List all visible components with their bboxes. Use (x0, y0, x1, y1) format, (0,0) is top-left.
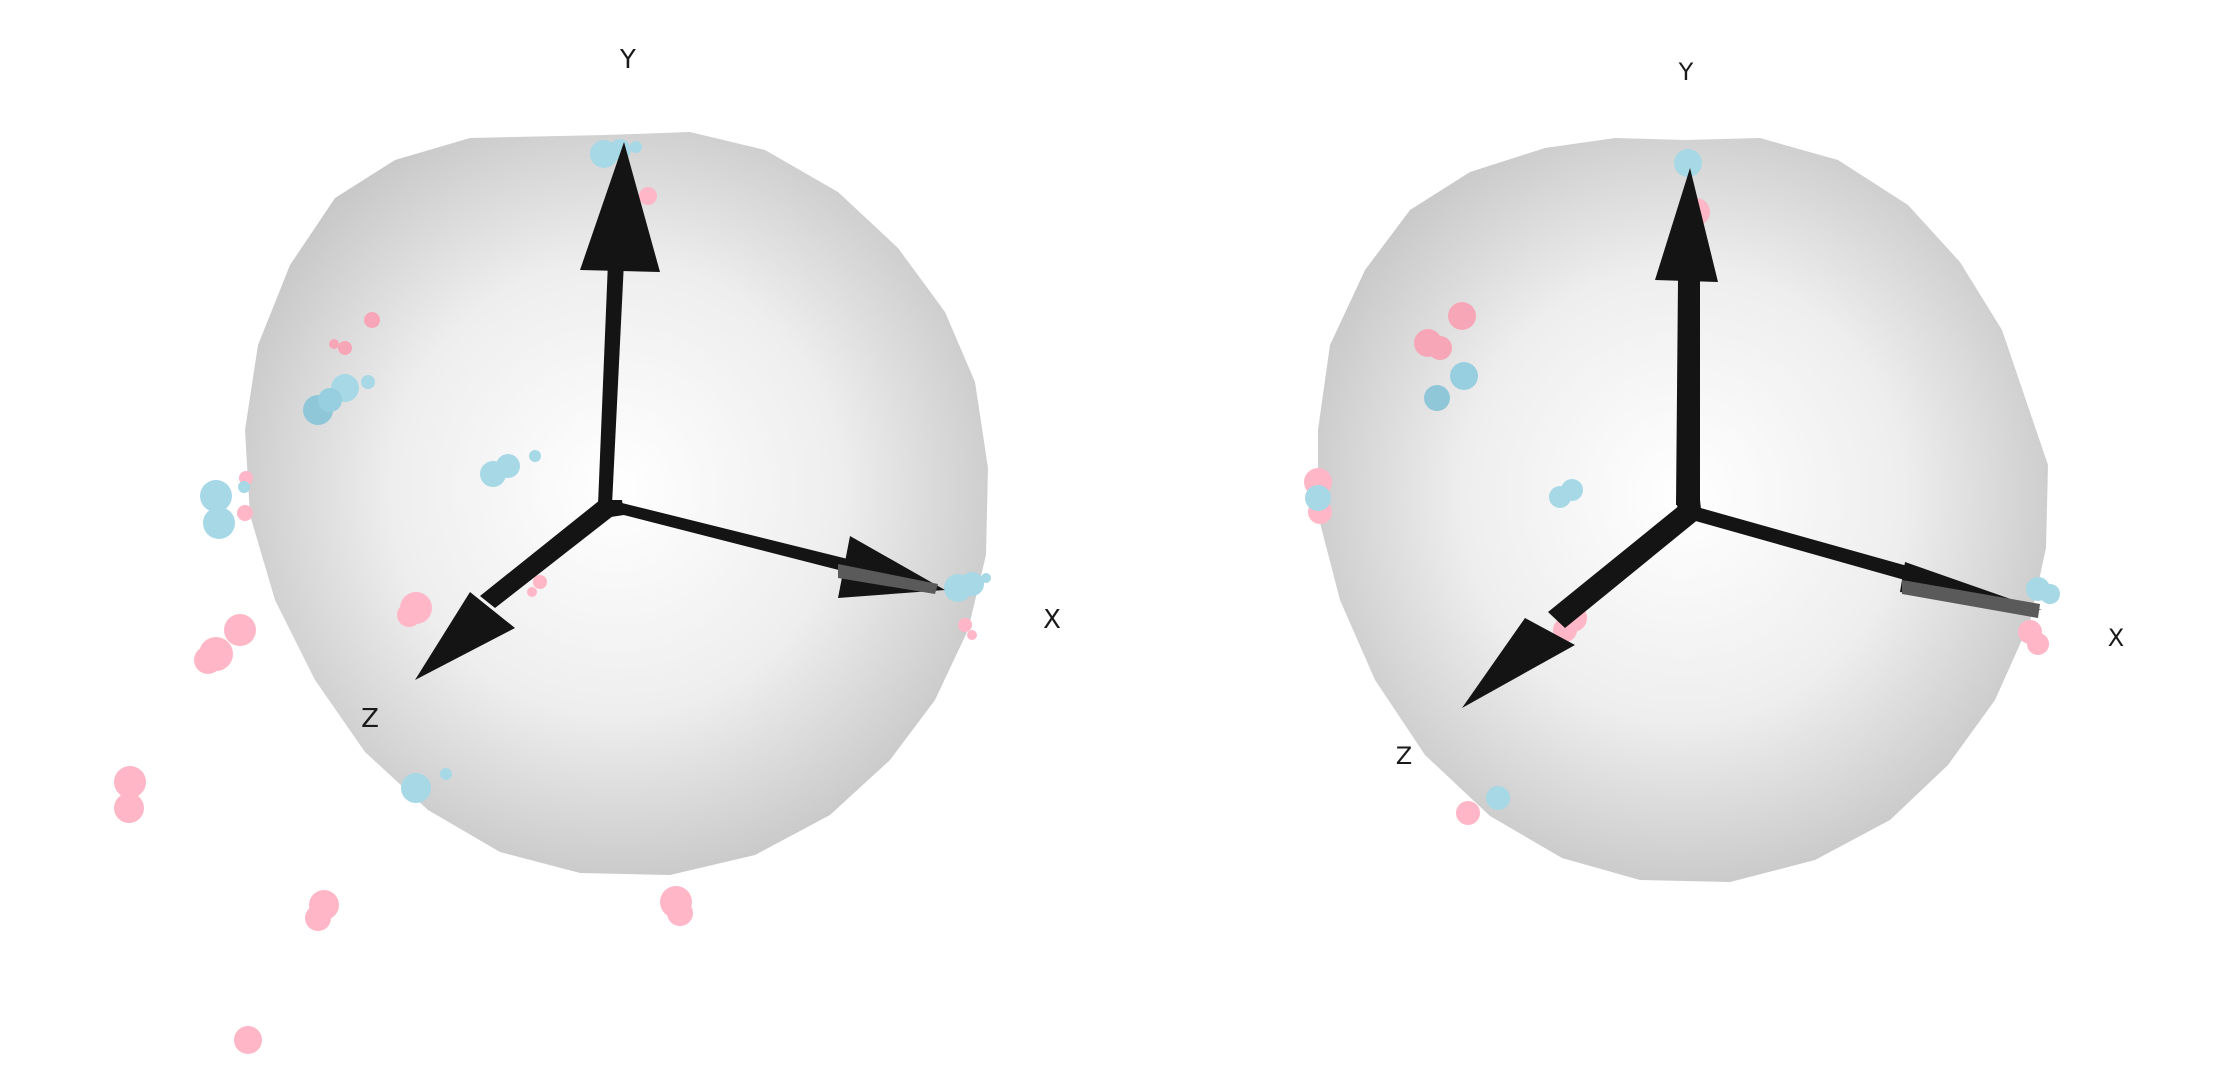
pink-blob (1448, 302, 1476, 330)
x-axis-arrowhead (1900, 562, 2042, 610)
blue-blob (1305, 485, 1331, 511)
blue-blob (630, 141, 642, 153)
blue-blob (203, 507, 235, 539)
left-x-axis-label: X (1043, 605, 1061, 635)
pink-blob (958, 618, 972, 632)
right-axes (1462, 168, 2042, 708)
y-axis-arrowhead (580, 142, 660, 272)
right-panel: Y X Z (1304, 58, 2124, 882)
pink-blob (397, 603, 421, 627)
blue-blob (496, 454, 520, 478)
pink-blob (1456, 801, 1480, 825)
z-axis-center (598, 500, 624, 518)
blue-blob (529, 450, 541, 462)
blue-blob (1450, 362, 1478, 390)
blue-blob (200, 480, 232, 512)
x-axis-arrowhead-shade (1902, 580, 2040, 618)
blue-blob (981, 573, 991, 583)
right-z-axis-label: Z (1396, 742, 1412, 770)
z-axis-arrowhead (1462, 618, 1575, 708)
pink-blob (114, 766, 146, 798)
left-panel: Y X Z (114, 45, 1061, 1054)
left-y-axis-label: Y (619, 45, 636, 75)
pink-blob (533, 575, 547, 589)
blue-blob (1674, 149, 1702, 177)
blue-blob (1561, 479, 1583, 501)
left-pink-blobs (114, 187, 977, 1054)
blue-blob (1486, 786, 1510, 810)
left-z-axis-label: Z (361, 704, 379, 734)
pink-blob (527, 587, 537, 597)
y-axis-shaft (1676, 280, 1700, 505)
pink-blob (1553, 618, 1577, 642)
z-axis-shaft (1548, 505, 1700, 628)
blue-blob (1424, 385, 1450, 411)
pink-blob (194, 646, 222, 674)
pink-blob (1428, 336, 1452, 360)
right-x-axis-label: X (2108, 624, 2124, 652)
left-blue-blobs (200, 139, 991, 803)
pink-blob (2027, 633, 2049, 655)
pink-blob (237, 505, 253, 521)
x-axis-shaft (1690, 505, 1943, 590)
blue-blob (318, 388, 342, 412)
pink-blob (329, 339, 339, 349)
pink-blob (338, 341, 352, 355)
blue-blob (238, 481, 250, 493)
pink-blob (114, 793, 144, 823)
left-axes (415, 142, 945, 680)
blue-blob (2040, 584, 2060, 604)
pink-blob (667, 900, 693, 926)
z-axis-center (1676, 500, 1702, 520)
pink-blob (639, 187, 657, 205)
blue-blob (440, 768, 452, 780)
pink-blob (967, 630, 977, 640)
x-axis-shaft (610, 500, 872, 578)
blue-blob (960, 572, 984, 596)
y-axis-arrowhead (1655, 168, 1718, 282)
z-axis-shaft (480, 500, 618, 608)
right-blue-blobs (1305, 149, 2060, 810)
blue-blob (401, 773, 431, 803)
blue-blob (361, 375, 375, 389)
right-y-axis-label: Y (1678, 58, 1694, 86)
x-axis-arrowhead-shade (838, 564, 938, 594)
pink-blob (364, 312, 380, 328)
pink-blob (234, 1026, 262, 1054)
y-axis-shaft (598, 262, 624, 505)
z-axis-arrowhead (415, 592, 515, 680)
pink-blob (224, 614, 256, 646)
pink-blob (305, 905, 331, 931)
